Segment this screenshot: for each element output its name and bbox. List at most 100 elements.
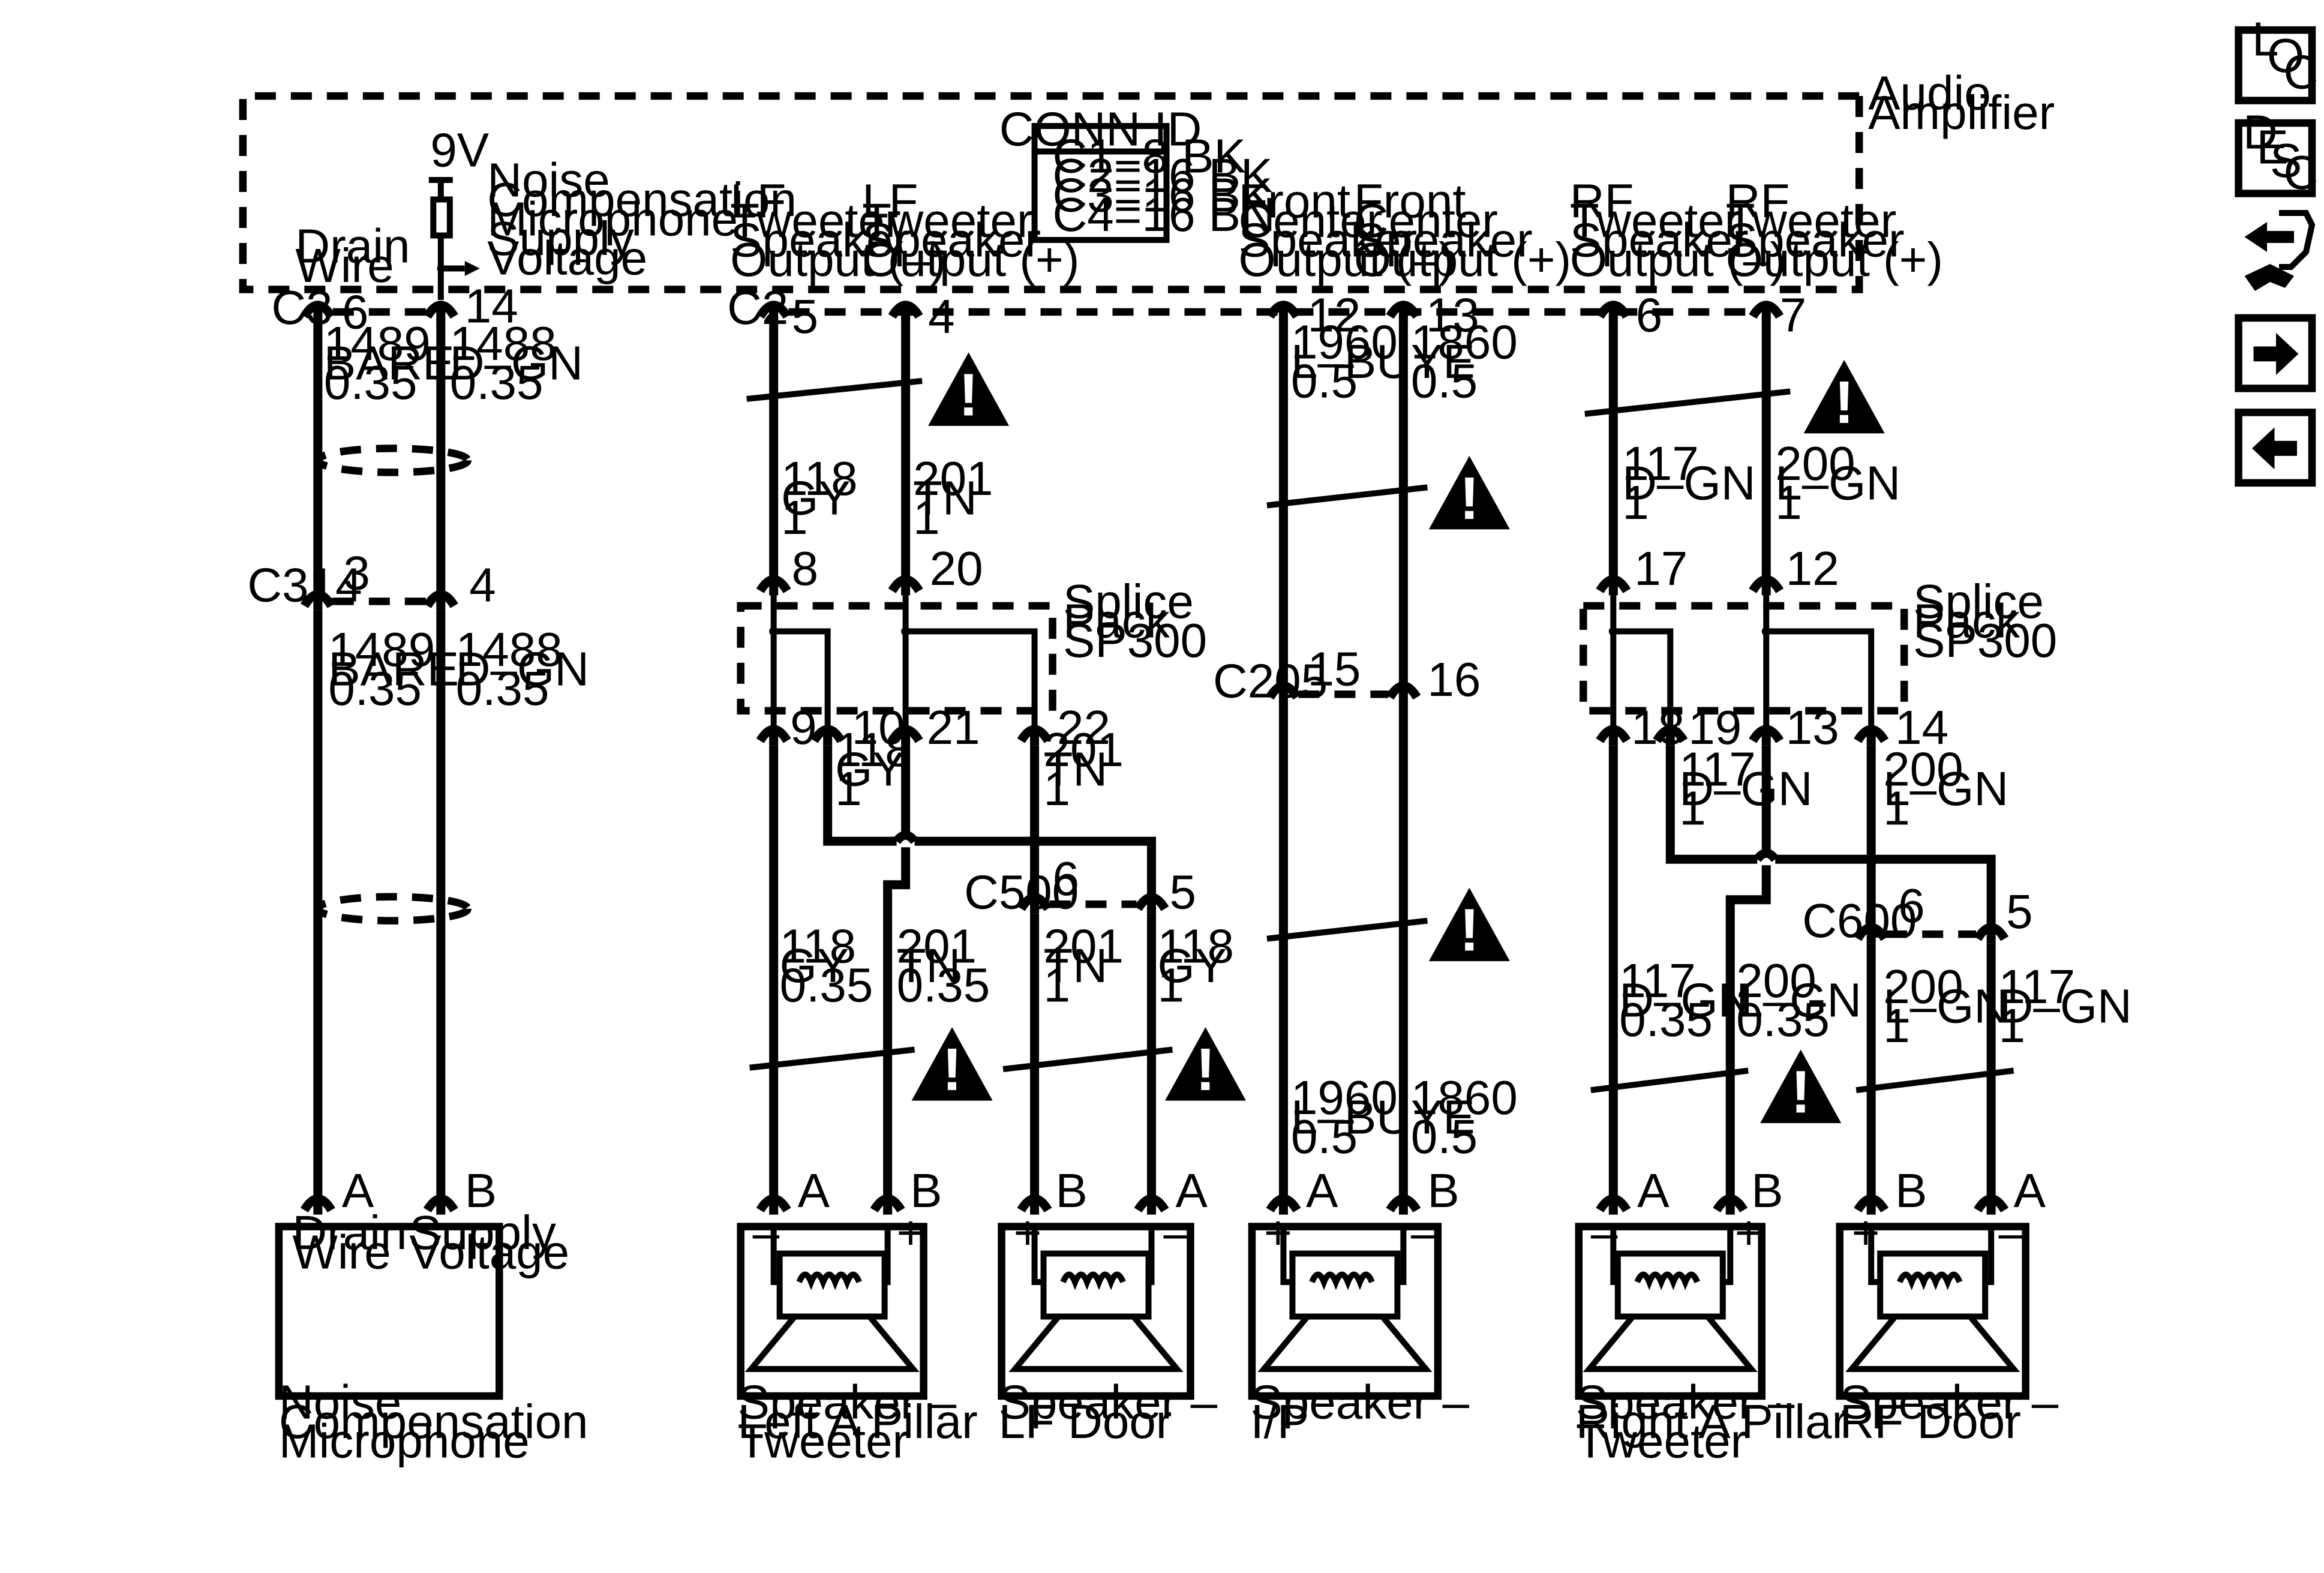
polarity-sign: + [1014,1206,1042,1259]
warning-icon[interactable]: ! [928,352,1010,428]
svg-text:22: 22 [1057,701,1110,754]
connector-terminal [1017,1194,1052,1213]
polarity-sign: – [753,1206,780,1259]
connector-terminal [810,725,845,743]
connector-terminal [1386,1194,1421,1213]
svg-text:6: 6 [1898,879,1924,932]
svg-text:A: A [1175,1164,1208,1217]
connector-terminal [756,575,791,593]
warning-icon[interactable]: ! [1803,359,1885,436]
connector-terminal [888,301,923,319]
warning-glyph: ! [1460,465,1479,532]
connector-terminal [1134,1194,1169,1213]
warning-icon[interactable]: ! [911,1027,993,1103]
svg-text:B: B [1895,1164,1927,1217]
connector-tool-icon[interactable] [2244,209,2316,291]
connector-terminal [423,590,458,608]
wire-label: 200L–GN0.35 [1736,954,1861,1046]
connector-terminal [1596,575,1631,593]
svg-text:12: 12 [1307,288,1361,341]
previous-page-button[interactable] [2235,409,2316,487]
desc-letter: E [2257,121,2289,174]
connector-terminal [756,725,791,743]
svg-text:13: 13 [1786,701,1839,754]
connector-terminal [1713,1194,1748,1213]
splice-pack-rf-label: Splice Pack SP300 [1913,575,2057,667]
loc-letter: O [2267,29,2304,82]
warning-icon[interactable]: ! [1164,1027,1246,1103]
connector-terminal [1266,301,1301,319]
next-page-button[interactable] [2235,314,2316,392]
connector-terminal [756,1194,791,1213]
svg-text:8: 8 [792,542,818,595]
svg-text:5: 5 [1169,866,1196,919]
shield-bottom [314,893,472,924]
amplifier-label: Audio Amplifier [1868,67,2055,139]
warning-icon[interactable]: ! [1760,1049,1842,1126]
svg-text:21: 21 [927,701,980,754]
polarity-sign: + [1852,1206,1880,1259]
warnings: !!!!!!! [911,352,1885,1126]
wire-label: 201TN1 [913,452,993,544]
connector-terminals [300,301,2009,1215]
warning-icon[interactable]: ! [1428,887,1510,964]
connector-terminal [1854,1194,1889,1213]
speaker-right-a-pillar-name: Speaker – Right A Pillar Tweeter [1576,1375,1861,1467]
connector-c205: C205 [1213,654,1328,707]
speaker-lf-door: +– [998,1206,1194,1400]
warning-icon[interactable]: ! [1428,455,1510,532]
connector-terminal [423,301,458,319]
speaker-lf-door-name: Speaker – LF Door [999,1375,1231,1448]
desc-letter: C [2284,146,2319,199]
wire-label: 1489BARE0.35 [324,317,455,409]
nav-loc-button[interactable]: L O C [2235,13,2319,104]
wire-label: 117D–GN1 [1679,743,1812,835]
wire-labels: 1489BARE0.351488D–GN0.351489BARE0.351488… [324,315,2132,1163]
svg-text:15: 15 [1307,642,1361,695]
polarity-sign: + [1264,1206,1292,1259]
svg-text:A: A [798,1164,830,1217]
svg-text:A: A [1637,1164,1670,1217]
connector-terminal [300,301,335,319]
svg-text:16: 16 [1427,653,1481,706]
svg-text:17: 17 [1634,542,1688,595]
speaker-ip-name: Speaker – I/P [1250,1375,1482,1448]
connector-terminal [1596,301,1631,319]
svg-text:5: 5 [792,290,818,343]
conn-id-header: CONN ID [999,103,1202,156]
ncm-pin-a-label: Drain Wire [292,1206,420,1278]
warning-glyph: ! [1196,1036,1215,1103]
svg-text:B: B [1751,1164,1783,1217]
connector-terminal [1386,682,1421,700]
loc-letter: L [2252,13,2278,66]
polarity-sign: + [1735,1206,1763,1259]
connector-terminal [300,1194,335,1213]
polarity-sign: – [1591,1206,1618,1259]
conn-id-table: CONN ID C1=8 BK C2=16 BK C3=16 BK C4=16 … [999,103,1275,243]
connector-terminal [1854,923,1889,941]
wire-label: 117D–GN1 [1622,437,1755,529]
noise-compensation-microphone-box [275,1223,503,1400]
wire-label: 118GY1 [835,723,912,815]
speaker-rf-door-name: Speaker – RF Door [1840,1375,2072,1448]
arrow-left-icon [2252,427,2298,470]
twisted-pair-markers [746,377,2014,1094]
svg-text:B: B [465,1164,497,1217]
svg-text:A: A [2014,1164,2046,1217]
svg-text:9: 9 [790,701,816,754]
output-label-front-center-neg: Front Center Speaker Output (–) [1238,174,1454,286]
connector-c600: C600 [1802,894,1917,947]
wire-label: 1960L–BU0.5 [1291,315,1411,407]
speaker-left-a-pillar: –+ [737,1206,927,1400]
wire-label: 200L–GN1 [1883,960,2008,1052]
svg-text:10: 10 [852,701,905,754]
audio-amplifier-boundary [239,92,1863,293]
speakers: –++–+––++– [737,1206,2029,1400]
output-label-rf-tweeter-neg: RF Tweeter Speaker Output (–) [1570,174,1786,286]
speaker-left-a-pillar-name: Speaker – Left A Pillar Tweeter [738,1375,991,1467]
warning-glyph: ! [1791,1059,1810,1126]
connector-c314: C314 [247,558,362,611]
svg-text:6: 6 [1053,852,1079,905]
nav-desc-button[interactable]: D E S C [2235,106,2319,199]
